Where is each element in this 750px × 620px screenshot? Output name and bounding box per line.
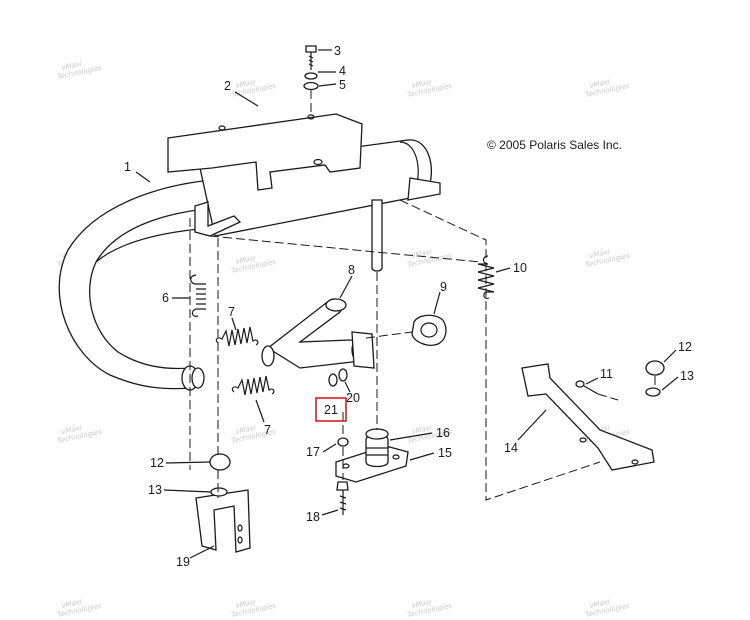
callout-15: 15 bbox=[438, 446, 452, 460]
leader-lines bbox=[135, 49, 679, 559]
watermark-text: vMaxiTechnologies bbox=[583, 244, 631, 269]
grommet-12-rear bbox=[645, 360, 665, 376]
callout-7-upper: 7 bbox=[228, 305, 235, 319]
washer-20 bbox=[338, 368, 348, 382]
copyright-notice: © 2005 Polaris Sales Inc. bbox=[487, 138, 622, 152]
watermark-text: vMaxiTechnologies bbox=[229, 74, 277, 99]
callout-12-front: 12 bbox=[150, 456, 164, 470]
callout-8: 8 bbox=[348, 263, 355, 277]
watermark-text: vMaxiTechnologies bbox=[55, 56, 103, 81]
y-pipe bbox=[261, 298, 375, 369]
watermark-text: vMaxiTechnologies bbox=[583, 594, 631, 619]
shield-bolt bbox=[305, 45, 317, 70]
grommet-12-front bbox=[209, 453, 231, 471]
callout-10: 10 bbox=[513, 261, 527, 275]
mount-post bbox=[371, 199, 383, 272]
spring-7-upper bbox=[215, 326, 259, 347]
watermark-text: vMaxiTechnologies bbox=[405, 244, 453, 269]
callout-4: 4 bbox=[339, 64, 346, 78]
watermark-text: vMaxiTechnologies bbox=[229, 250, 277, 275]
front-bracket bbox=[195, 489, 251, 553]
callout-12-rear: 12 bbox=[678, 340, 692, 354]
rear-bracket bbox=[521, 363, 655, 471]
flat-washer bbox=[303, 81, 319, 91]
callout-6: 6 bbox=[162, 291, 169, 305]
washer-13-front bbox=[210, 487, 228, 497]
callout-13-front: 13 bbox=[148, 483, 162, 497]
rubber-mount bbox=[335, 428, 409, 483]
heat-shield bbox=[167, 113, 363, 191]
callout-14: 14 bbox=[504, 441, 518, 455]
spring-7-lower bbox=[231, 375, 275, 396]
watermark-text: vMaxiTechnologies bbox=[55, 594, 103, 619]
callout-3: 3 bbox=[334, 44, 341, 58]
bolt-18 bbox=[336, 481, 349, 515]
washer-13-rear bbox=[645, 387, 661, 397]
highlight-box bbox=[315, 397, 347, 422]
callout-13-rear: 13 bbox=[680, 369, 694, 383]
watermark-text: vMaxiTechnologies bbox=[405, 594, 453, 619]
callout-18: 18 bbox=[306, 510, 320, 524]
callout-17: 17 bbox=[306, 445, 320, 459]
nut-17 bbox=[337, 437, 349, 447]
lock-washer bbox=[304, 72, 318, 80]
watermark-text: vMaxiTechnologies bbox=[405, 74, 453, 99]
watermark-text: vMaxiTechnologies bbox=[55, 420, 103, 445]
callout-16: 16 bbox=[436, 426, 450, 440]
gasket bbox=[411, 314, 447, 346]
callout-20: 20 bbox=[346, 391, 360, 405]
watermark-text: vMaxiTechnologies bbox=[229, 594, 277, 619]
callout-19: 19 bbox=[176, 555, 190, 569]
highlighted-callout-21[interactable]: 21 bbox=[315, 397, 347, 422]
callout-7-lower: 7 bbox=[264, 423, 271, 437]
bolt-11 bbox=[575, 380, 599, 395]
watermark-text: vMaxiTechnologies bbox=[583, 74, 631, 99]
callout-2: 2 bbox=[224, 79, 231, 93]
callout-5: 5 bbox=[339, 78, 346, 92]
callout-9: 9 bbox=[440, 280, 447, 294]
washer-21 bbox=[328, 373, 338, 387]
spring-6 bbox=[190, 274, 206, 317]
callout-21: 21 bbox=[324, 403, 338, 417]
callout-11: 11 bbox=[600, 367, 613, 381]
callout-1: 1 bbox=[124, 160, 131, 174]
assembly-lines bbox=[189, 199, 656, 501]
